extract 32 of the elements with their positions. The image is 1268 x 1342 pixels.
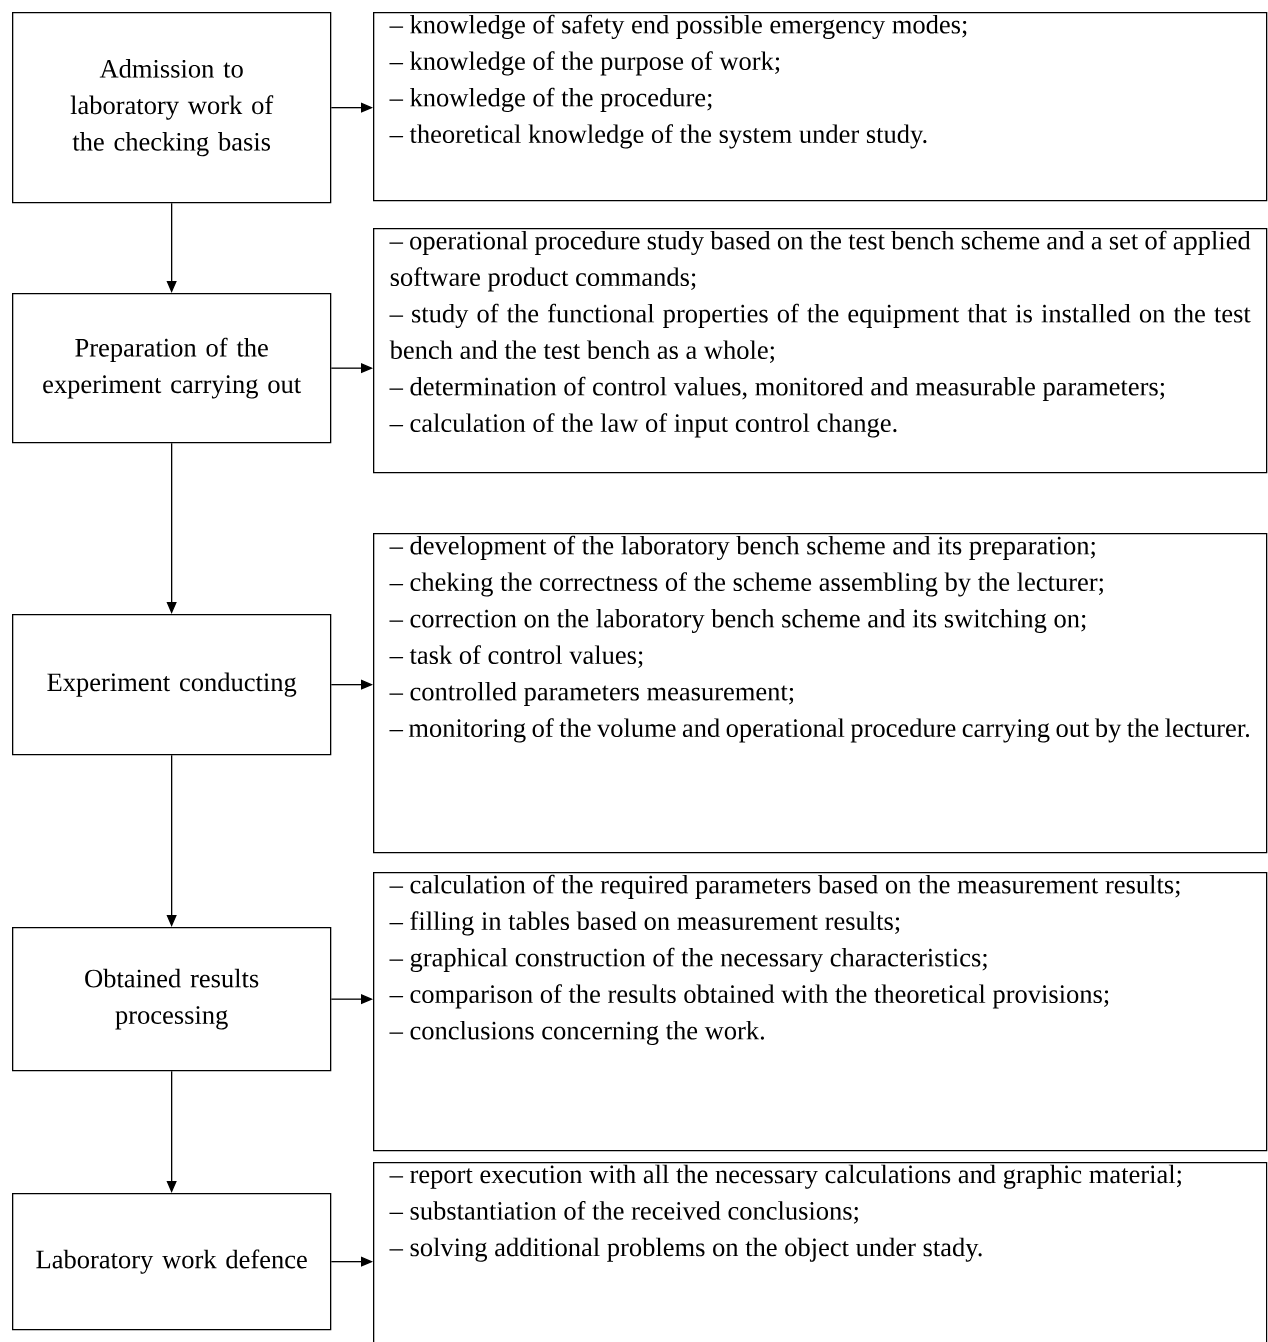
list-item: – conclusions concerning the work. [389, 1020, 764, 1046]
process-box: Experiment conducting [12, 614, 332, 756]
list-item: – controlled parameters measurement; [389, 681, 794, 706]
process-box: Admission to laboratory work of the checking basis [12, 12, 332, 204]
list-item: – determination of control values, monitored and measurable parameters; [389, 376, 1165, 401]
list-item: – comparison of the results obtained with the theoretical provisions; [389, 984, 1109, 1009]
list-item: – theoretical knowledge of the system under study. [389, 124, 927, 149]
list-item: – task of control values; [389, 645, 643, 668]
list-box [373, 12, 1268, 202]
list-box [373, 1162, 1268, 1342]
process-box: Laboratory work defence [12, 1193, 332, 1331]
list-item: – cheking the correctness of the scheme assembling by the lecturer; [389, 572, 1103, 597]
list-item: – operational procedure study based on the test bench scheme and a set of applied software product commands; [389, 230, 1251, 292]
list-item: – solving additional problems on the object under stady. [389, 1237, 982, 1262]
process-box: Obtained results processing [12, 927, 332, 1072]
list-item: – development of the laboratory bench scheme and its preparation; [389, 535, 1095, 561]
list-item: – substantiation of the received conclusions; [389, 1200, 858, 1224]
list-item: – correction on the laboratory bench scheme and its switching on; [389, 608, 1086, 634]
list-item: – knowledge of the purpose of work; [389, 51, 780, 76]
list-item: – knowledge of safety end possible emergency modes; [389, 14, 967, 40]
process-box: Preparation of the experiment carrying out [12, 293, 332, 444]
list-item: – calculation of the required parameters based on the measurement results; [389, 874, 1180, 899]
list-item: – graphical construction of the necessary characteristics; [389, 947, 987, 973]
list-box [373, 872, 1268, 1152]
list-box [373, 228, 1268, 474]
list-item: – calculation of the law of input control change. [389, 413, 897, 438]
list-item: – report execution with all the necessary calculations and graphic material; [389, 1164, 1181, 1189]
list-item: – monitoring of the volume and operational procedure carrying out by the lecturer. [389, 718, 1250, 743]
list-item: – knowledge of the procedure; [389, 87, 712, 113]
list-item: – filling in tables based on measurement results; [389, 911, 900, 936]
list-item: – study of the functional properties of the equipment that is installed on the test bench and the test bench as a whole; [389, 303, 1251, 363]
list-box [373, 533, 1268, 854]
